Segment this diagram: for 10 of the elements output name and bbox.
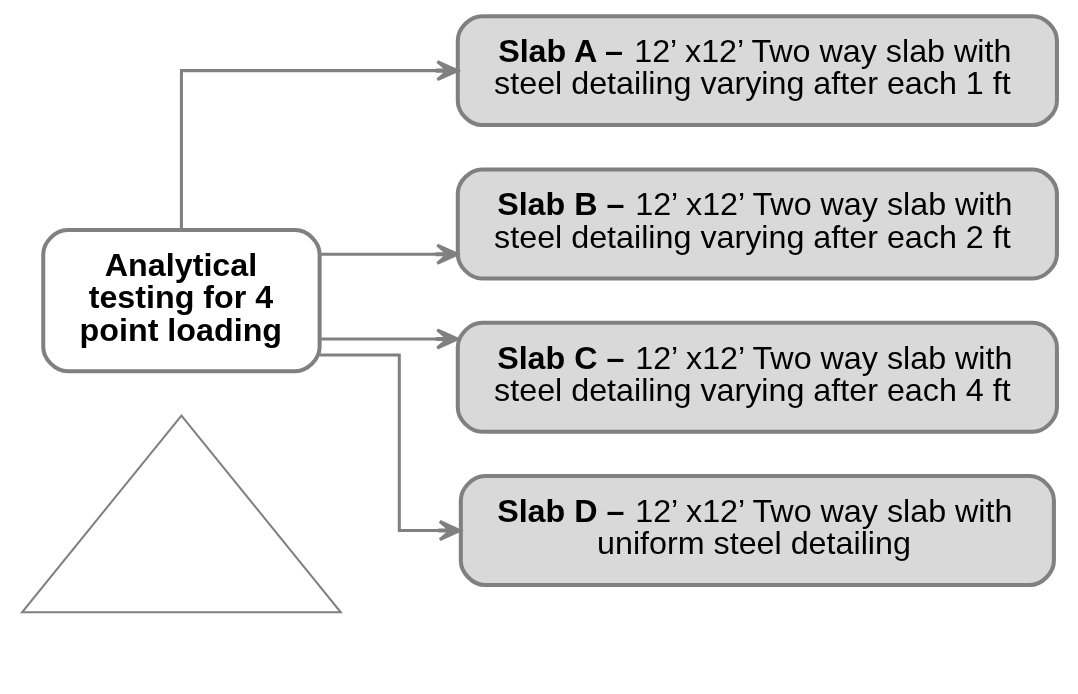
arrow: [319, 328, 459, 350]
arrow: [179, 60, 459, 230]
node-box: Analytical testing for 4 point loading: [40, 228, 322, 374]
node-box: Slab C – 12’ x12’ Two way slab with steel detailing varying after each 4 ft: [455, 320, 1059, 434]
node-box: Slab D – 12’ x12’ Two way slab with uniform steel detailing: [458, 474, 1056, 588]
node-box: Slab A – 12’ x12’ Two way slab with steel detailing varying after each 1 ft: [455, 14, 1059, 128]
node-box: Slab B – 12’ x12’ Two way slab with steel detailing varying after each 2 ft: [455, 167, 1059, 281]
arrow: [319, 243, 459, 265]
node-triangle: [19, 414, 343, 614]
arrow: [319, 353, 462, 542]
